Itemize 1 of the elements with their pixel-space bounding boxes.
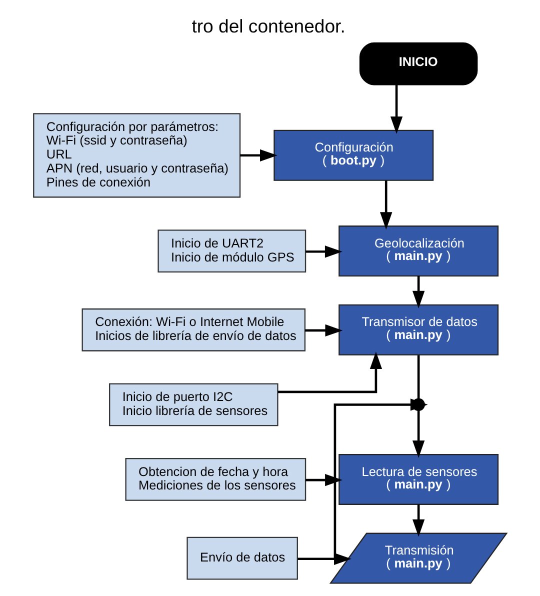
diagram-title: tro del contenedor.: [192, 15, 346, 36]
